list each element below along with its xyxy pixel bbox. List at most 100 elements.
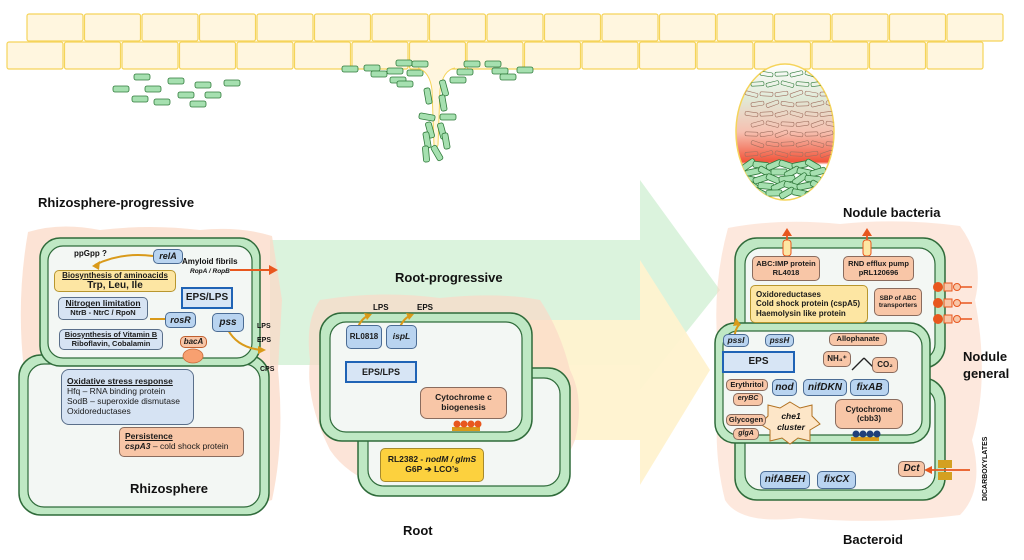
nodule-protein-oxidoreductases: Oxidoreductases bbox=[756, 290, 821, 300]
bacteroid-shape bbox=[819, 71, 834, 77]
cytochrome-c-line1: Cytochrome c bbox=[435, 392, 492, 403]
bacteroid-shape bbox=[804, 90, 819, 98]
rnd-efflux-pump bbox=[862, 228, 872, 257]
bacterium bbox=[809, 166, 827, 178]
pssI-gene: pssI bbox=[723, 334, 749, 347]
bacterium bbox=[112, 85, 130, 93]
vitamin-b-box: Biosynthesis of Vitamin B Riboflavin, Co… bbox=[59, 329, 163, 350]
bacterium bbox=[396, 80, 414, 88]
nodule-protein-cspA5: Cold shock protein (cspA5) bbox=[756, 299, 861, 309]
bacterium bbox=[423, 87, 433, 105]
nodule-eps-box: EPS bbox=[722, 351, 795, 373]
root-cell bbox=[141, 13, 199, 42]
bacteroid-shape bbox=[744, 90, 759, 98]
bacteroid-shape bbox=[759, 130, 774, 137]
che1-label: che1 bbox=[781, 411, 801, 421]
root-eps-output: EPS bbox=[417, 303, 434, 312]
bacteroid-shape bbox=[744, 111, 759, 118]
nitrogen-limitation-box: Nitrogen limitation NtrB - NtrC / RpoN bbox=[58, 297, 148, 320]
bacteroid-shape bbox=[774, 71, 789, 77]
relA-gene: relA bbox=[153, 249, 183, 264]
vitamin-b-title: Biosynthesis of Vitamin B bbox=[64, 329, 158, 339]
oxidative-item-oxidoreductases: Oxidoreductases bbox=[67, 405, 131, 416]
root-cell bbox=[523, 41, 582, 70]
root-cell bbox=[293, 41, 352, 70]
bacterium bbox=[177, 91, 195, 99]
bacterium bbox=[194, 81, 212, 89]
root-cell bbox=[371, 13, 429, 42]
stage-title-root-progressive: Root-progressive bbox=[395, 270, 503, 285]
bacteroid-shape bbox=[804, 150, 819, 157]
bacA-membrane-protein bbox=[182, 348, 204, 364]
nifABEH-gene: nifABEH bbox=[760, 471, 810, 489]
glgA-gene: glgA bbox=[733, 428, 759, 440]
co2-box: CO₂ bbox=[872, 357, 898, 373]
cspA3-gene: cspA3 bbox=[125, 441, 151, 451]
fixAB-gene: fixAB bbox=[850, 379, 889, 396]
persistence-title: Persistence bbox=[125, 431, 173, 442]
bacterium bbox=[370, 70, 388, 78]
bacterium bbox=[739, 188, 757, 198]
bacteroid-shape bbox=[810, 119, 825, 128]
bacteroid-shape bbox=[774, 129, 789, 138]
dicarboxylates-label: DICARBOXYLATES bbox=[982, 436, 989, 501]
bacterium bbox=[484, 60, 502, 68]
bacteroid-shape bbox=[774, 150, 789, 158]
rhizosphere-bacteria bbox=[112, 59, 534, 108]
bacterium bbox=[491, 67, 509, 75]
bacteroid-shape bbox=[780, 101, 795, 108]
bacteroid-shape bbox=[744, 131, 759, 137]
root-cell bbox=[6, 41, 64, 70]
pss-gene: pss bbox=[212, 313, 244, 332]
bacteroid-shape bbox=[744, 151, 759, 157]
bacterium bbox=[341, 65, 359, 73]
bacteroid-shape bbox=[765, 80, 780, 88]
bacteroid-shape bbox=[765, 99, 780, 108]
amyloid-fibrils-label: Amyloid fibrils bbox=[182, 257, 238, 266]
che1-cluster-label: cluster bbox=[777, 422, 805, 432]
dct-gene: Dct bbox=[898, 461, 925, 477]
nodule bbox=[735, 63, 835, 201]
oxidative-item-hfq: Hfq – RNA binding protein bbox=[67, 386, 166, 397]
bacteroid-shape bbox=[750, 81, 765, 87]
root-cell bbox=[716, 13, 774, 42]
bacteroid-shape bbox=[789, 131, 804, 138]
bacteroid-shape bbox=[789, 89, 804, 98]
root-cell bbox=[926, 41, 984, 70]
bacteroid-shape bbox=[825, 80, 834, 88]
nifDKN-gene: nifDKN bbox=[803, 379, 847, 396]
cytochrome-cbb3-line2: (cbb3) bbox=[857, 414, 881, 423]
bacteroid-shape bbox=[795, 101, 810, 107]
nitrogen-title: Nitrogen limitation bbox=[65, 298, 141, 309]
root-cell bbox=[811, 41, 869, 70]
bacterium bbox=[386, 67, 404, 75]
amyloid-genes-label: RopA / RopB bbox=[190, 268, 230, 275]
root-cell bbox=[888, 13, 947, 42]
bacterium bbox=[463, 60, 481, 68]
root-cell bbox=[198, 13, 257, 42]
bacterium bbox=[439, 113, 457, 121]
bacteroid-shape bbox=[795, 120, 810, 127]
cps-output-label: CPS bbox=[260, 366, 275, 373]
lps-output-label: LPS bbox=[257, 323, 271, 330]
fixCX-gene: fixCX bbox=[817, 471, 856, 489]
root-cell bbox=[543, 13, 602, 42]
rosR-gene: rosR bbox=[165, 312, 196, 328]
RL2382-label: RL2382 - bbox=[387, 454, 426, 465]
root-cell bbox=[773, 13, 832, 42]
cspA3-desc: – cold shock protein bbox=[150, 441, 229, 451]
nod-gene: nod bbox=[772, 379, 797, 396]
oxidative-stress-box: Oxidative stress response Hfq – RNA bind… bbox=[61, 369, 194, 425]
root-cell bbox=[638, 41, 697, 70]
nodule-protein-haemolysin: Haemolysin like protein bbox=[756, 308, 846, 318]
stage-title-nodule-bacteria: Nodule bacteria bbox=[843, 205, 941, 220]
bacteroid-shape bbox=[825, 120, 834, 128]
root-lps-output: LPS bbox=[373, 303, 389, 312]
dct-transporter bbox=[924, 460, 970, 480]
abc-imp-line1: ABC:IMP protein bbox=[756, 258, 816, 268]
bacterium bbox=[422, 145, 430, 163]
bacterium bbox=[425, 121, 435, 139]
bacterium bbox=[411, 60, 429, 68]
bacterium bbox=[131, 95, 149, 103]
allophanate-box: Allophanate bbox=[829, 333, 887, 346]
